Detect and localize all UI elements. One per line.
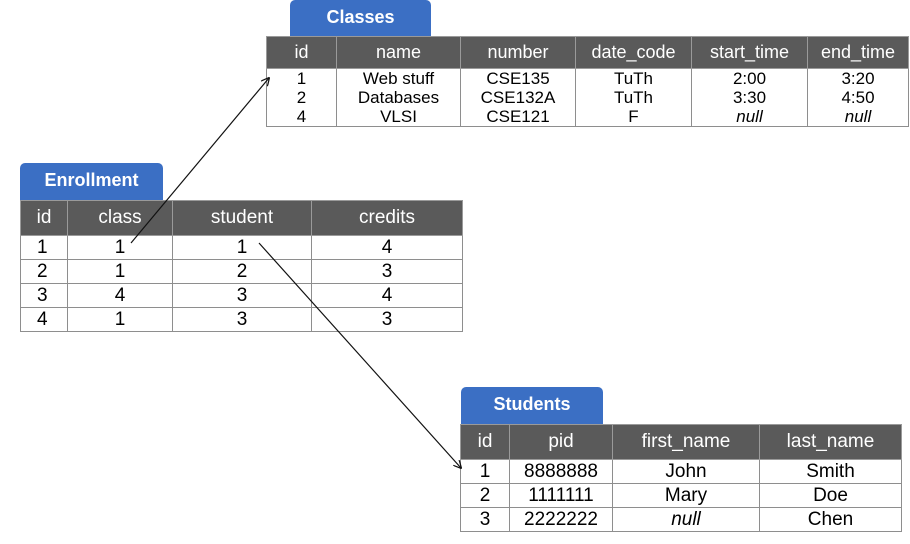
classes-header-row: id name number date_code start_time end_…: [266, 36, 909, 69]
table-cell: TuTh: [575, 88, 692, 107]
table-cell: 1: [20, 235, 68, 260]
table-cell: 3: [460, 507, 510, 532]
table-row: 4 1 3 3: [20, 307, 463, 332]
enrollment-header-row: id class student credits: [20, 200, 463, 236]
enrollment-table: id class student credits 1 1 1 4 2 1 2 3…: [20, 200, 463, 332]
table-cell: 2222222: [509, 507, 613, 532]
table-cell: 2: [460, 483, 510, 508]
table-cell: Web stuff: [336, 68, 461, 88]
table-cell: 1: [172, 235, 312, 260]
table-cell: 1: [67, 235, 173, 260]
table-cell: CSE121: [460, 107, 576, 127]
table-row: 3 2222222 null Chen: [460, 507, 902, 532]
column-header-credits: credits: [311, 200, 463, 236]
table-cell: 1: [266, 68, 337, 88]
column-header-id: id: [460, 424, 510, 460]
null-cell: null: [612, 507, 760, 532]
column-header-start-time: start_time: [691, 36, 808, 69]
table-row: 3 4 3 4: [20, 283, 463, 308]
table-row: 1 Web stuff CSE135 TuTh 2:00 3:20: [266, 68, 909, 88]
table-cell: CSE135: [460, 68, 576, 88]
column-header-id: id: [20, 200, 68, 236]
table-cell: 2: [266, 88, 337, 107]
table-row: 2 1111111 Mary Doe: [460, 483, 902, 508]
column-header-date-code: date_code: [575, 36, 692, 69]
table-cell: Mary: [612, 483, 760, 508]
null-cell: null: [691, 107, 808, 127]
column-header-number: number: [460, 36, 576, 69]
table-cell: TuTh: [575, 68, 692, 88]
column-header-class: class: [67, 200, 173, 236]
table-cell: 4: [311, 235, 463, 260]
table-cell: 4: [311, 283, 463, 308]
table-cell: 3: [172, 307, 312, 332]
table-row: 2 Databases CSE132A TuTh 3:30 4:50: [266, 88, 909, 107]
table-cell: 1111111: [509, 483, 613, 508]
table-cell: 3: [20, 283, 68, 308]
table-cell: Databases: [336, 88, 461, 107]
table-cell: 1: [67, 259, 173, 284]
student-to-students-arrow: [258, 242, 461, 468]
students-table: id pid first_name last_name 1 8888888 Jo…: [460, 424, 902, 532]
table-cell: 1: [460, 459, 510, 484]
students-table-title: Students: [461, 387, 603, 424]
table-cell: 3: [172, 283, 312, 308]
classes-table-title: Classes: [290, 0, 431, 36]
enrollment-table-title: Enrollment: [20, 163, 163, 200]
table-cell: 4:50: [807, 88, 909, 107]
column-header-student: student: [172, 200, 312, 236]
table-cell: 4: [20, 307, 68, 332]
column-header-pid: pid: [509, 424, 613, 460]
table-cell: 3:30: [691, 88, 808, 107]
table-cell: 4: [67, 283, 173, 308]
class-to-classes-arrow: [130, 78, 269, 244]
column-header-last-name: last_name: [759, 424, 902, 460]
table-cell: F: [575, 107, 692, 127]
column-header-first-name: first_name: [612, 424, 760, 460]
table-row: 4 VLSI CSE121 F null null: [266, 107, 909, 127]
table-cell: 3:20: [807, 68, 909, 88]
students-header-row: id pid first_name last_name: [460, 424, 902, 460]
null-cell: null: [807, 107, 909, 127]
column-header-name: name: [336, 36, 461, 69]
table-cell: Doe: [759, 483, 902, 508]
table-cell: Chen: [759, 507, 902, 532]
table-cell: VLSI: [336, 107, 461, 127]
column-header-end-time: end_time: [807, 36, 909, 69]
table-row: 1 1 1 4: [20, 235, 463, 260]
classes-table: id name number date_code start_time end_…: [266, 36, 909, 127]
table-cell: 8888888: [509, 459, 613, 484]
table-cell: 2:00: [691, 68, 808, 88]
table-cell: 3: [311, 307, 463, 332]
table-cell: 4: [266, 107, 337, 127]
table-cell: 1: [67, 307, 173, 332]
column-header-id: id: [266, 36, 337, 69]
table-cell: 3: [311, 259, 463, 284]
